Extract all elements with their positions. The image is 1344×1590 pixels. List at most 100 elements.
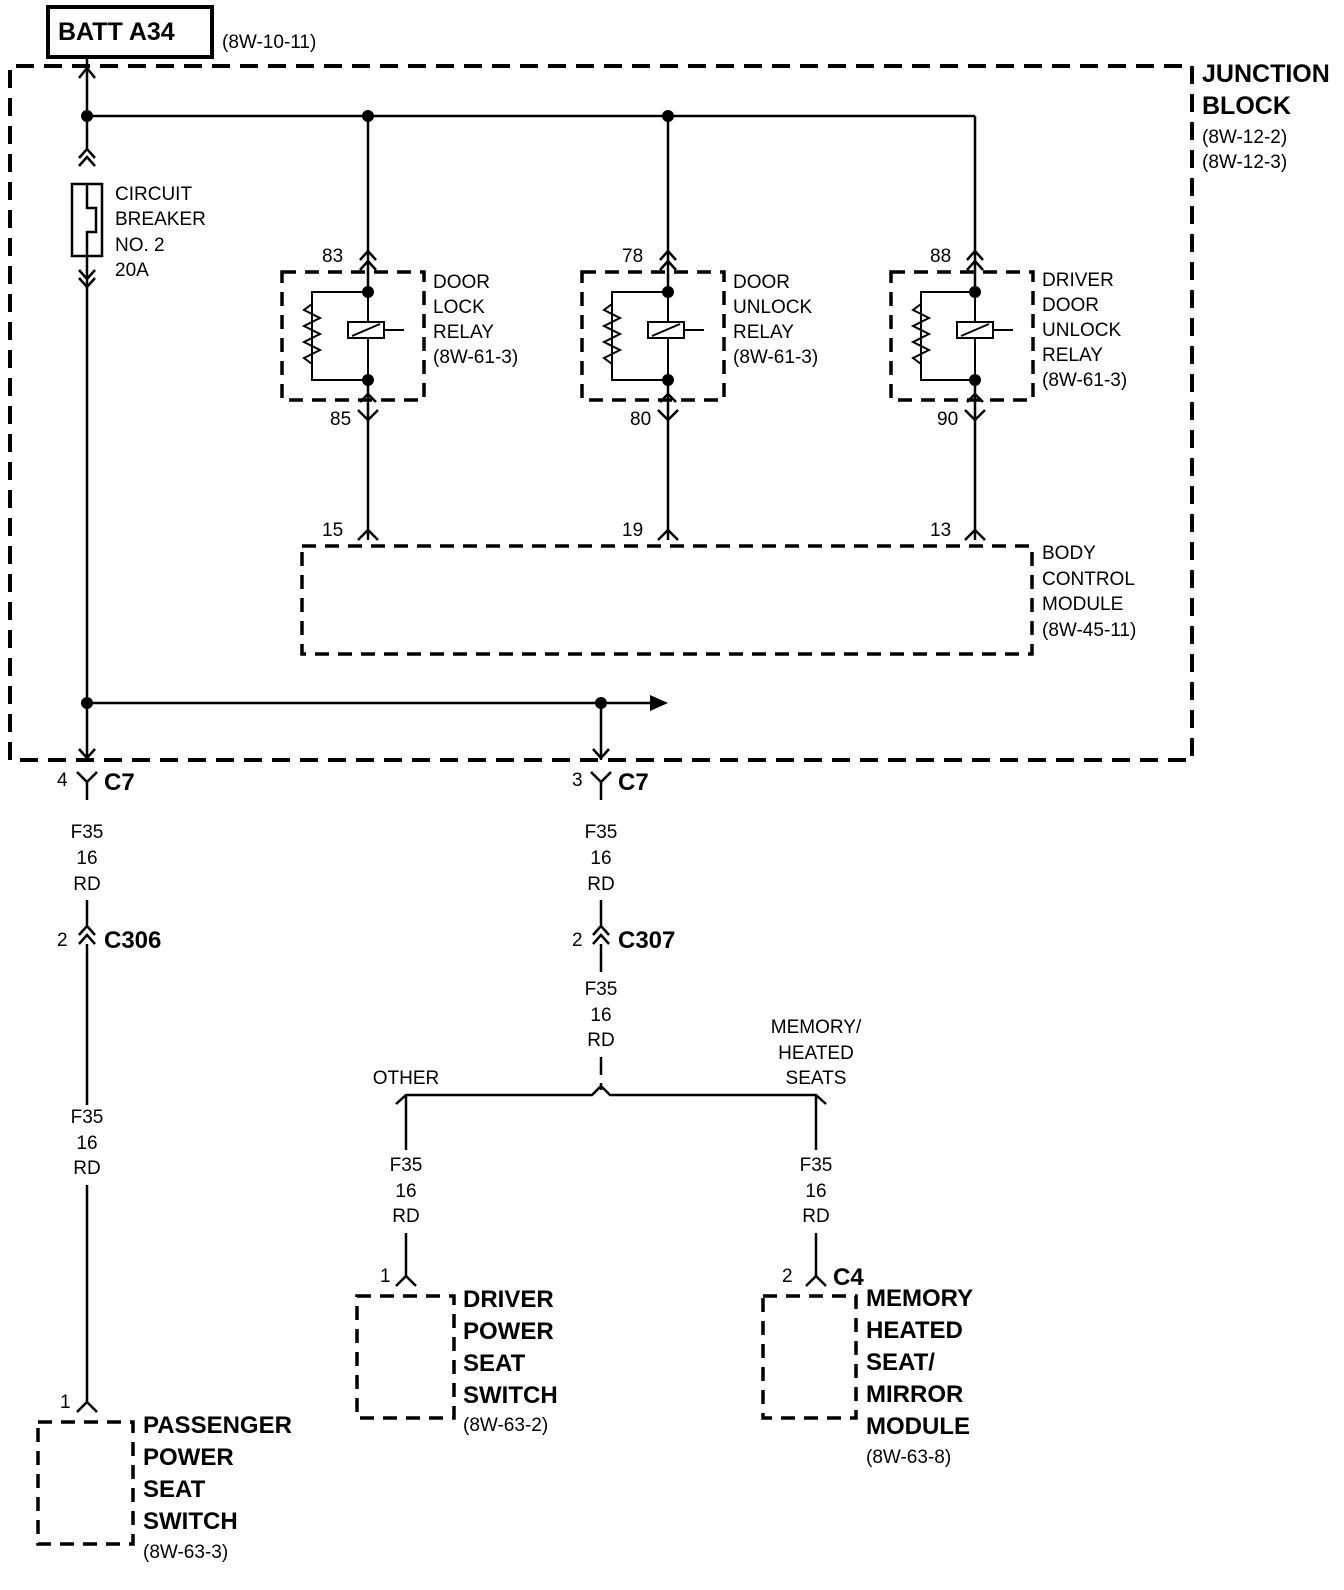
junction-block-title-1: JUNCTION [1202,60,1330,88]
wire-label-driver-branch: F35 16 RD [390,1155,423,1276]
relay3-label-2: DOOR [1042,295,1099,316]
passenger-switch-label-3: SEAT [143,1476,206,1503]
cb-label-2: BREAKER [115,209,206,230]
c7-left-pin: 4 [57,770,68,791]
door-lock-relay: 83 85 DOOR LOCK RELAY (8W-61-3) [280,116,518,540]
c307-name: C307 [618,927,675,954]
batt-title: BATT A34 [58,18,175,46]
branch-memory-label-3: SEATS [786,1068,847,1089]
bcm-label-4: (8W-45-11) [1042,620,1136,641]
passenger-switch-label-2: POWER [143,1444,234,1471]
wire-color: RD [392,1206,419,1227]
wire-circuit: F35 [390,1155,423,1176]
lower-bus-wire [78,695,668,760]
driver-power-seat-switch: 1 DRIVER POWER SEAT SWITCH (8W-63-2) [355,1266,558,1436]
wire-circuit: F35 [71,822,104,843]
relay1-label-4: (8W-61-3) [433,347,518,368]
cb-label-3: NO. 2 [115,235,165,256]
relay3-label-5: (8W-61-3) [1042,370,1127,391]
bcm-pin-1: 15 [322,520,343,541]
relay2-pin-bottom: 80 [630,409,651,430]
connector-c7-left: 4 C7 [57,769,135,800]
bcm-pin-3: 13 [930,520,951,541]
wire-label-left-lower: F35 16 RD [71,1107,104,1402]
c7-right-pin: 3 [572,770,583,791]
memory-module-label-2: HEATED [866,1317,963,1344]
junction-block: JUNCTION BLOCK (8W-12-2) (8W-12-3) [8,60,1330,762]
c307-pin: 2 [572,930,583,951]
memory-module-ref: (8W-63-8) [866,1447,951,1468]
driver-switch-label-3: SEAT [463,1350,526,1377]
relay1-pin-bottom: 85 [330,409,351,430]
connector-c306: 2 C306 [57,900,161,1105]
passenger-switch-pin: 1 [60,1392,71,1413]
c306-name: C306 [104,927,161,954]
wire-color: RD [73,1158,100,1179]
wire-circuit: F35 [71,1107,104,1128]
junction-block-ref-2: (8W-12-3) [1202,152,1287,173]
branch-other-label: OTHER [373,1068,440,1089]
wire-circuit: F35 [585,979,618,1000]
relay2-label-2: UNLOCK [733,297,813,318]
wire-gauge: 16 [590,848,611,869]
cb-label-4: 20A [115,260,149,281]
batt-ref: (8W-10-11) [222,32,316,53]
branch-memory-label-2: HEATED [778,1043,854,1064]
junction-block-ref-1: (8W-12-2) [1202,127,1287,148]
relay1-label-1: DOOR [433,272,490,293]
wire-label-right-upper: F35 16 RD [585,822,618,895]
c7-right-name: C7 [618,769,649,796]
driver-switch-label-1: DRIVER [463,1286,554,1313]
passenger-switch-label-4: SWITCH [143,1508,238,1535]
c4-pin: 2 [782,1266,793,1287]
wire-color: RD [587,874,614,895]
memory-heated-seat-mirror-module: 2 C4 MEMORY HEATED SEAT/ MIRROR MODULE (… [761,1264,973,1468]
driver-switch-ref: (8W-63-2) [463,1415,548,1436]
wire-gauge: 16 [590,1005,611,1026]
relay2-label-3: RELAY [733,322,794,343]
connector-c7-right: 3 C7 [572,769,649,800]
passenger-switch-label-1: PASSENGER [143,1412,292,1439]
connector-c307: 2 C307 [572,900,675,972]
memory-module-label-5: MODULE [866,1413,970,1440]
wire-label-left-upper: F35 16 RD [71,822,104,895]
relay1-pin-top: 83 [322,246,343,267]
bcm-label-3: MODULE [1042,594,1123,615]
option-branch: OTHER MEMORY/ HEATED SEATS [373,1017,862,1150]
wire-gauge: 16 [805,1181,826,1202]
passenger-power-seat-switch: 1 PASSENGER POWER SEAT SWITCH (8W-63-3) [36,1392,292,1563]
wire-color: RD [802,1206,829,1227]
wire-color: RD [73,874,100,895]
driver-switch-label-4: SWITCH [463,1382,558,1409]
door-unlock-relay: 78 80 DOOR UNLOCK RELAY (8W-61-3) [580,116,818,540]
relay3-pin-bottom: 90 [937,409,958,430]
memory-module-label-3: SEAT/ [866,1349,935,1376]
wire-circuit: F35 [585,822,618,843]
junction-block-title-2: BLOCK [1202,92,1291,120]
driver-switch-pin: 1 [380,1266,391,1287]
bcm-label-2: CONTROL [1042,569,1135,590]
body-control-module: 15 19 13 BODY CONTROL MODULE (8W-45-11) [300,520,1136,656]
wire-gauge: 16 [395,1181,416,1202]
c306-pin: 2 [57,930,68,951]
relay2-label-4: (8W-61-3) [733,347,818,368]
memory-module-label-1: MEMORY [866,1285,973,1312]
relay2-pin-top: 78 [622,246,643,267]
c4-name: C4 [833,1264,864,1291]
passenger-switch-ref: (8W-63-3) [143,1542,228,1563]
circuit-breaker-2: CIRCUIT BREAKER NO. 2 20A [70,147,206,760]
wire-label-memory-branch: F35 16 RD [800,1155,832,1276]
wire-gauge: 16 [76,848,97,869]
batt-a34-source: BATT A34 (8W-10-11) [46,5,316,59]
relay3-label-1: DRIVER [1042,270,1114,291]
relay3-label-3: UNLOCK [1042,320,1122,341]
main-feed-wire [78,57,975,150]
relay2-label-1: DOOR [733,272,790,293]
relay1-label-2: LOCK [433,297,485,318]
driver-door-unlock-relay: 88 90 DRIVER DOOR UNLOCK RELAY (8W-61-3) [889,116,1127,540]
memory-module-label-4: MIRROR [866,1381,963,1408]
wire-color: RD [587,1030,614,1051]
bcm-label-1: BODY [1042,543,1096,564]
relay3-label-4: RELAY [1042,345,1103,366]
